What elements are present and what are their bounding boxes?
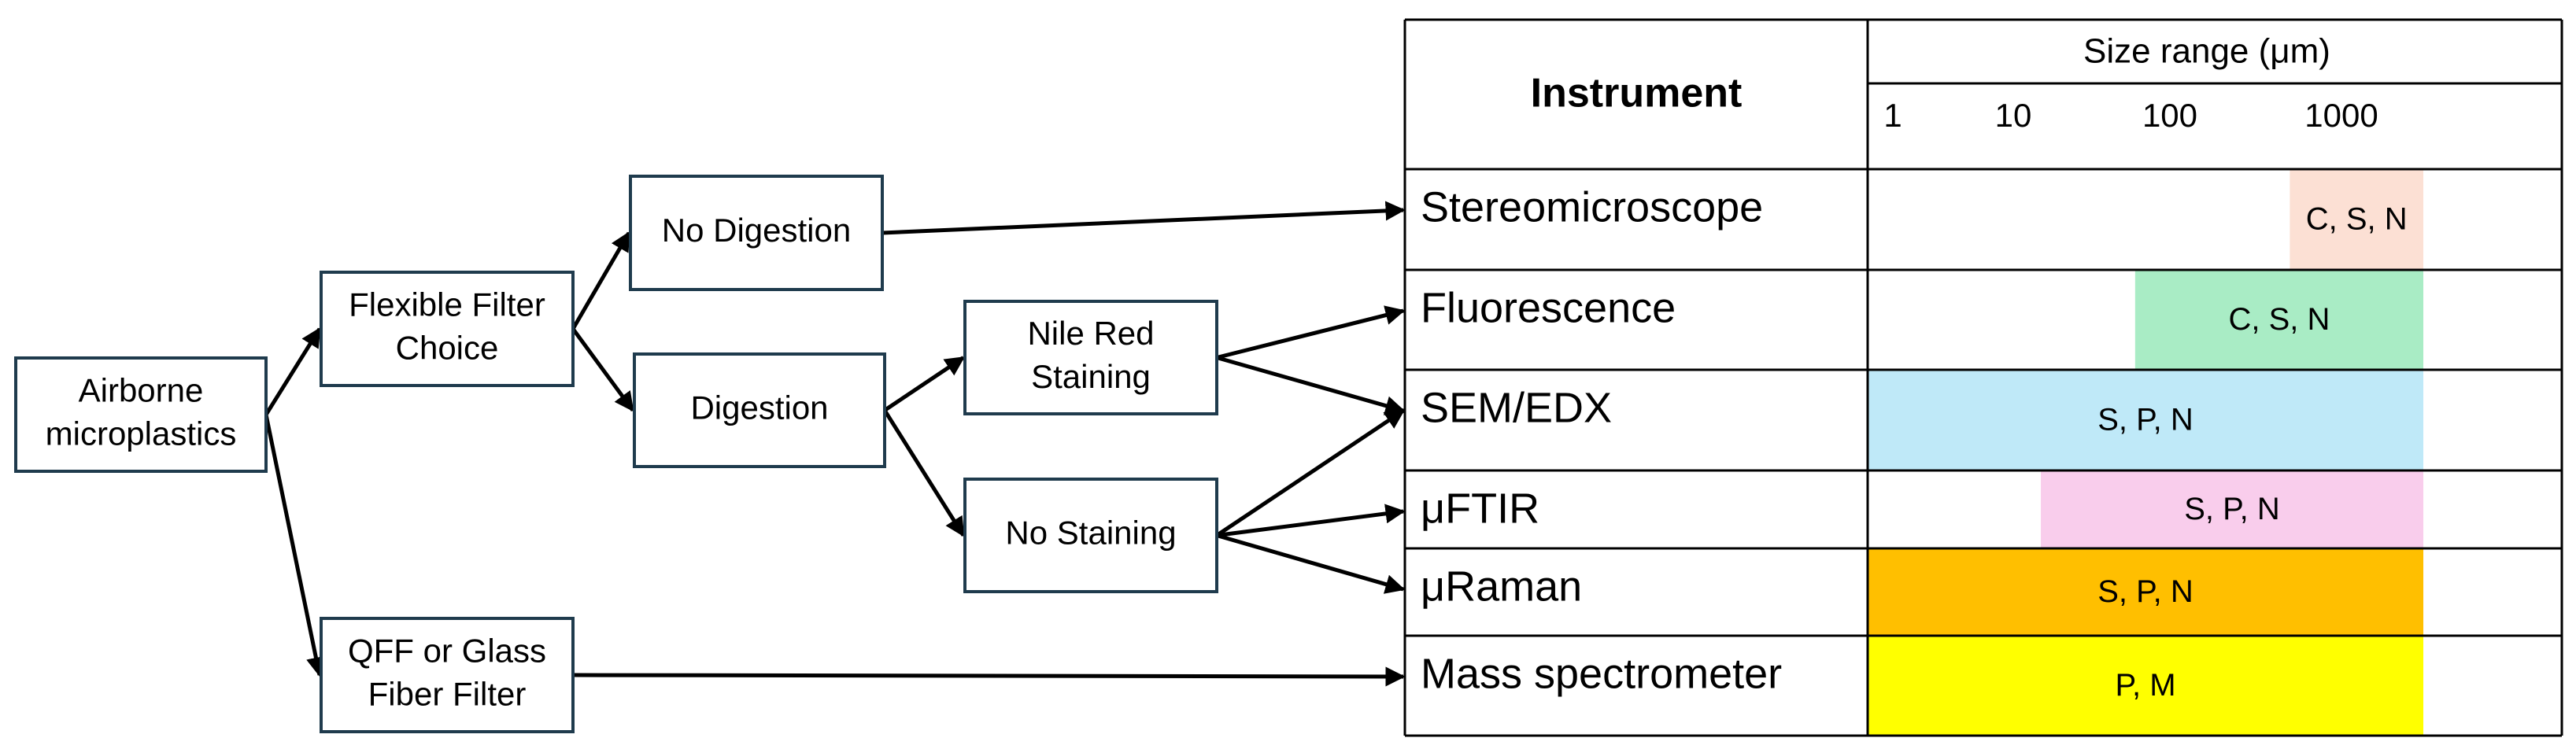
instrument-ftir: μFTIR	[1421, 485, 1539, 532]
flow-arrow	[1216, 305, 1406, 360]
band-label: S, P, N	[2097, 574, 2193, 609]
flow-arrow	[1216, 533, 1406, 594]
flow-arrow	[881, 201, 1406, 235]
flow-arrow	[882, 409, 966, 537]
band-label: C, S, N	[2228, 302, 2330, 337]
nodig-box: No Digestion	[629, 175, 884, 291]
size-band-raman: S, P, N	[1868, 548, 2424, 636]
airborne-box: Airborne microplastics	[14, 356, 268, 473]
size-band-mass-spectrometer: P, M	[1868, 636, 2424, 736]
nilered-label-line: Nile Red	[1027, 315, 1154, 352]
flow-arrow	[571, 327, 635, 412]
nostain-box: No Staining	[963, 478, 1218, 593]
band-label: C, S, N	[2306, 202, 2408, 237]
flow-arrows	[264, 201, 1406, 687]
size-band-fluorescence: C, S, N	[2134, 270, 2424, 370]
nodig-label-line: No Digestion	[662, 212, 851, 249]
flow-arrow	[1215, 408, 1406, 537]
scale-tick-label: 100	[2142, 97, 2197, 134]
size-range-bands: C, S, N C, S, N S, P, N S, P, N S, P, N P, M	[1868, 169, 2424, 736]
airborne-label-line: microplastics	[46, 415, 237, 452]
instrument-header: Instrument	[1531, 71, 1743, 116]
scale-tick-label: 1	[1883, 97, 1902, 134]
nilered-label-line: Staining	[1031, 358, 1151, 395]
flow-arrow	[1216, 504, 1406, 537]
airborne-label-line: Airborne	[79, 372, 204, 409]
scale-tick-label: 10	[1995, 97, 2032, 134]
qff-label-line: Fiber Filter	[368, 676, 527, 713]
scale-tick-label: 1000	[2304, 97, 2378, 134]
instrument-fluorescence: Fluorescence	[1421, 284, 1676, 331]
instrument-table: Instrument Size range (μm) 1 10 100 1000Stere…	[1403, 18, 2563, 737]
flow-arrow	[883, 356, 966, 412]
flow-arrow	[264, 414, 326, 677]
size-band-sem-edx: S, P, N	[1868, 370, 2424, 470]
instrument-sem-edx: SEM/EDX	[1421, 384, 1612, 431]
flexible-label-line: Flexible Filter	[349, 286, 545, 323]
size-range-header: Size range (μm)	[2083, 32, 2330, 71]
flexible-label-line: Choice	[396, 330, 499, 367]
size-band-stereomicroscope: C, S, N	[2290, 169, 2424, 270]
band-label: S, P, N	[2097, 403, 2193, 437]
flow-nodes: Airborne microplastics Flexible FilterChoi…	[14, 175, 1218, 733]
band-label: P, M	[2115, 668, 2175, 703]
instrument-mass-spectrometer: Mass spectrometer	[1421, 650, 1782, 697]
digestion-label-line: Digestion	[690, 389, 828, 426]
qff-label-line: QFF or Glass	[348, 633, 546, 670]
digestion-box: Digestion	[633, 352, 886, 468]
flow-arrow	[264, 327, 322, 416]
nostain-label-line: No Staining	[1005, 515, 1176, 552]
size-band-ftir: S, P, N	[2041, 470, 2424, 548]
flow-arrow	[572, 666, 1406, 687]
instrument-raman: μRaman	[1421, 563, 1582, 610]
flow-arrow	[571, 231, 631, 330]
band-label: S, P, N	[2184, 492, 2280, 526]
flow-arrow	[1216, 356, 1406, 415]
instrument-stereomicroscope: Stereomicroscope	[1421, 183, 1763, 231]
